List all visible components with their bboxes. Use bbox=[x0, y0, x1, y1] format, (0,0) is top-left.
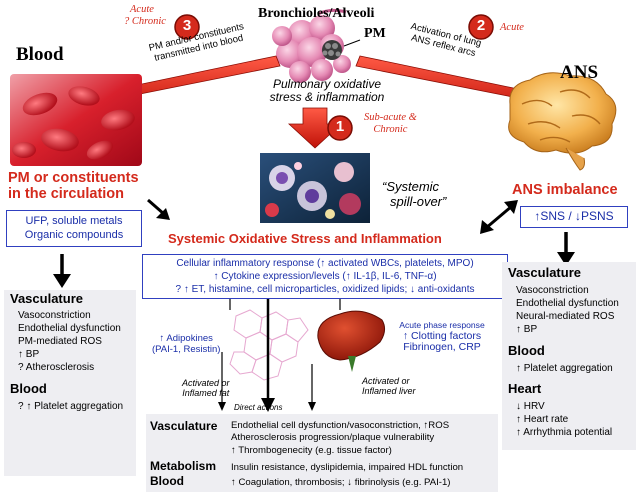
blood-title: Blood bbox=[16, 44, 64, 65]
right-effects-panel bbox=[502, 262, 636, 450]
adipokines-line-1: ↑ Adipokines bbox=[159, 333, 213, 344]
pm-constituents-box: UFP, soluble metals Organic compounds bbox=[6, 210, 142, 247]
systemic-box-line-1: Cellular inflammatory response (↑ activa… bbox=[176, 258, 474, 269]
blood-vessel-illustration bbox=[10, 74, 142, 166]
spillover-line-1: “Systemic bbox=[382, 179, 440, 194]
pm-circulation-title: PM or constituents in the circulation bbox=[8, 170, 139, 202]
badge-3 bbox=[174, 14, 200, 40]
left-blood-list: ? ↑ Platelet aggregation bbox=[18, 400, 123, 413]
bottom-vasc-line-2: Atherosclerosis progression/plaque vulne… bbox=[231, 432, 435, 444]
connector-arrows bbox=[53, 198, 575, 412]
systemic-box-line-3: ? ↑ ET, histamine, cell microparticles, … bbox=[175, 284, 475, 295]
systemic-spillover-illustration bbox=[260, 153, 370, 223]
acute-phase-line-2: ↑ Clotting factors bbox=[402, 329, 482, 342]
pulmonary-stress-label: Pulmonary oxidative stress & inflammatio… bbox=[268, 77, 386, 105]
badge-1 bbox=[327, 115, 353, 141]
fat-tissue-illustration bbox=[229, 309, 309, 381]
pathway-2-timing: Acute bbox=[500, 22, 524, 33]
left-vasc-item-2: Endothelial dysfunction bbox=[18, 323, 121, 334]
right-vasc-item-3: Neural-mediated ROS bbox=[516, 311, 615, 322]
liver-illustration bbox=[317, 310, 386, 372]
liver-caption: Activated or Inflamed liver bbox=[362, 376, 416, 396]
ans-title: ANS bbox=[560, 62, 599, 83]
fat-caption-line-2: Inflamed fat bbox=[182, 388, 230, 399]
pm-box-line-2: Organic compounds bbox=[24, 229, 124, 242]
pathway-1-timing-line-2: Chronic bbox=[373, 124, 408, 136]
left-vasc-item-5: ? Atherosclerosis bbox=[18, 362, 95, 373]
ans-imbalance-title: ANS imbalance bbox=[512, 182, 618, 198]
spillover-line-2: spill-over” bbox=[390, 193, 447, 209]
right-vasc-item-1: Vasoconstriction bbox=[516, 285, 589, 296]
left-blood-title: Blood bbox=[10, 381, 47, 396]
right-heart-item-3: ↑ Arrhythmia potential bbox=[516, 427, 613, 438]
alveoli-illustration bbox=[272, 8, 351, 83]
right-heart-title: Heart bbox=[508, 381, 542, 396]
pm-circulation-line-2: in the circulation bbox=[8, 186, 125, 203]
right-vasc-item-4: ↑ BP bbox=[516, 324, 538, 335]
pm-label: PM bbox=[364, 26, 386, 41]
bronchioles-title: Bronchioles/Alveoli bbox=[258, 6, 375, 21]
fat-caption-line-1: Activated or bbox=[182, 378, 230, 388]
bottom-blood-text: ↑ Coagulation, thrombosis; ↓ fibrinolysi… bbox=[231, 477, 451, 488]
left-vasculature-list: Vasoconstriction Endothelial dysfunction… bbox=[18, 309, 121, 374]
pathway-1-timing-line-1: Sub-acute & bbox=[364, 112, 417, 123]
bottom-vasculature-text: Endothelial cell dysfunction/vasoconstri… bbox=[231, 420, 449, 457]
badge-3-number: 3 bbox=[182, 17, 192, 34]
right-heart-item-2: ↑ Heart rate bbox=[516, 414, 569, 425]
left-vasc-item-3: PM-mediated ROS bbox=[18, 336, 102, 347]
pathway-3-timing-line-2: ? Chronic bbox=[124, 16, 166, 28]
systemic-box-line-2: ↑ Cytokine expression/levels (↑ IL-1β, I… bbox=[213, 271, 437, 282]
bottom-effects-panel bbox=[146, 414, 498, 492]
pathway-3-timing-line-1: Acute bbox=[130, 4, 154, 15]
left-vasc-item-1: Vasoconstriction bbox=[18, 310, 91, 321]
ans-box: ↑SNS / ↓PSNS bbox=[520, 206, 628, 228]
pm-circulation-line-1: PM or constituents bbox=[8, 170, 139, 186]
right-vasculature-title: Vasculature bbox=[508, 265, 581, 280]
badge-2-number: 2 bbox=[476, 17, 486, 34]
acute-phase-line-1: Acute phase response bbox=[399, 320, 485, 330]
badge-2 bbox=[468, 14, 494, 40]
right-vasculature-list: Vasoconstriction Endothelial dysfunction… bbox=[516, 284, 619, 336]
bottom-vasc-line-1: Endothelial cell dysfunction/vasoconstri… bbox=[231, 420, 450, 431]
systemic-spillover-label: “Systemic spill-over” bbox=[382, 179, 447, 209]
left-vasc-item-4: ↑ BP bbox=[18, 349, 40, 360]
left-blood-item-1: ? ↑ Platelet aggregation bbox=[18, 401, 124, 412]
pathway-3-timing: Acute ? Chronic bbox=[124, 4, 166, 28]
pulmonary-stress-line-1: Pulmonary oxidative bbox=[272, 77, 382, 91]
bottom-blood-label: Blood bbox=[150, 474, 184, 488]
bottom-vasc-line-3: ↑ Thrombogenecity (e.g. tissue factor) bbox=[231, 444, 392, 456]
right-blood-item-1: ↑ Platelet aggregation bbox=[516, 363, 613, 374]
bottom-vasculature-label: Vasculature bbox=[150, 419, 218, 433]
acute-phase-line-3: Fibrinogen, CRP bbox=[403, 341, 481, 354]
fat-caption: Activated or Inflamed fat bbox=[182, 378, 230, 398]
adipokines-line-2: (PAI-1, Resistin) bbox=[152, 343, 221, 355]
left-effects-panel bbox=[4, 290, 136, 476]
liver-caption-line-2: Inflamed liver bbox=[362, 386, 416, 397]
direct-actions-label: Direct actions bbox=[234, 403, 283, 412]
pm-particles bbox=[322, 39, 361, 60]
right-heart-item-1: ↓ HRV bbox=[516, 401, 545, 412]
systemic-title: Systemic Oxidative Stress and Inflammati… bbox=[168, 231, 442, 246]
adipokines-label: ↑ Adipokines (PAI-1, Resistin) bbox=[152, 333, 221, 355]
badge-1-number: 1 bbox=[335, 118, 345, 135]
right-blood-list: ↑ Platelet aggregation bbox=[516, 362, 613, 375]
acute-phase-label: Acute phase response ↑ Clotting factors … bbox=[388, 320, 496, 354]
left-vasculature-title: Vasculature bbox=[10, 291, 83, 306]
pathway-1-timing: Sub-acute & Chronic bbox=[364, 112, 417, 136]
pm-box-line-1: UFP, soluble metals bbox=[25, 215, 123, 227]
right-heart-list: ↓ HRV ↑ Heart rate ↑ Arrhythmia potentia… bbox=[516, 400, 612, 439]
right-vasc-item-2: Endothelial dysfunction bbox=[516, 298, 619, 309]
brain-illustration bbox=[508, 72, 617, 171]
right-blood-title: Blood bbox=[508, 343, 545, 358]
bottom-metabolism-text: Insulin resistance, dyslipidemia, impair… bbox=[231, 462, 464, 473]
systemic-box: Cellular inflammatory response (↑ activa… bbox=[142, 254, 508, 299]
pulmonary-stress-line-2: stress & inflammation bbox=[269, 90, 385, 105]
liver-caption-line-1: Activated or bbox=[362, 376, 410, 386]
arrow-pathway-1 bbox=[287, 107, 343, 149]
bottom-metabolism-label: Metabolism bbox=[150, 459, 217, 473]
